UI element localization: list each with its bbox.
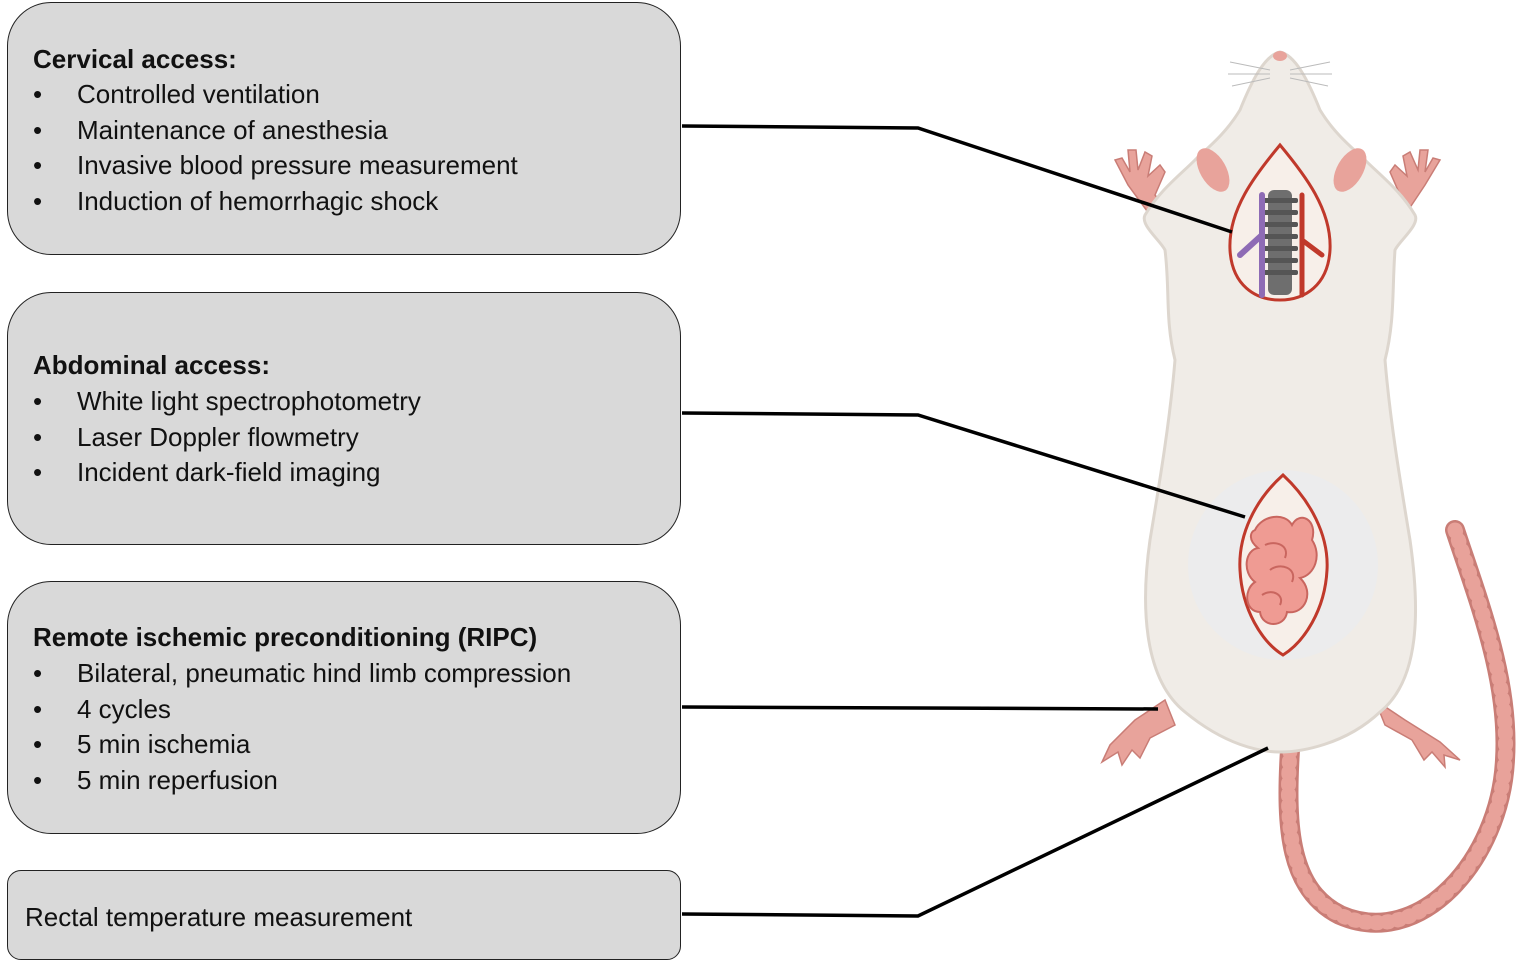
trachea-icon: [1262, 190, 1298, 295]
abdominal-access-box: Abdominal access: • White light spectroph…: [7, 292, 681, 545]
ear-right-icon: [1333, 148, 1367, 192]
connector-rectal: [681, 746, 1269, 918]
bullet: •: [33, 421, 43, 452]
cervical-access-list: • Controlled ventilation • Maintenance of …: [8, 77, 518, 219]
list-item: • Laser Doppler flowmetry: [8, 420, 421, 456]
ripc-title: Remote ischemic preconditioning (RIPC): [33, 622, 538, 652]
whiskers-icon: [1228, 61, 1332, 87]
cervical-access-box: Cervical access: • Controlled ventilation…: [7, 2, 681, 255]
ripc-box: Remote ischemic preconditioning (RIPC) •…: [7, 581, 681, 834]
list-item: • 4 cycles: [8, 692, 571, 728]
ear-left-icon: [1196, 148, 1230, 192]
bullet: •: [33, 457, 43, 487]
jugular-vein-icon: [1237, 192, 1265, 298]
list-item-text: Incident dark-field imaging: [77, 457, 381, 487]
hind-foot-left-icon: [1100, 698, 1176, 767]
list-item: • Maintenance of anesthesia: [8, 113, 518, 149]
rat-illustration-icon: [1100, 50, 1516, 933]
hind-foot-right-icon: [1373, 698, 1461, 770]
bullet: •: [33, 150, 43, 180]
list-item-text: Induction of hemorrhagic shock: [77, 185, 439, 216]
bullet: •: [33, 79, 43, 109]
bullet: •: [33, 386, 43, 416]
list-item-text: Laser Doppler flowmetry: [77, 421, 359, 452]
connector-cervical: [681, 124, 1233, 234]
list-item-text: 5 min reperfusion: [77, 764, 278, 795]
connector-abdominal: [681, 411, 1246, 519]
list-item: • 5 min ischemia: [8, 727, 571, 763]
list-item-text: White light spectrophotometry: [77, 386, 421, 416]
list-item-text: 4 cycles: [77, 693, 171, 724]
bullet: •: [33, 764, 43, 795]
list-item: • White light spectrophotometry: [8, 384, 421, 420]
list-item-text: 5 min ischemia: [77, 729, 251, 759]
ripc-list: • Bilateral, pneumatic hind limb compress…: [8, 656, 571, 798]
cervical-access-title: Cervical access:: [33, 44, 237, 74]
bullet: •: [33, 693, 43, 724]
carotid-artery-icon: [1299, 192, 1325, 298]
list-item-text: Maintenance of anesthesia: [77, 114, 388, 145]
list-item: • 5 min reperfusion: [8, 763, 571, 799]
connector-ripc: [681, 705, 1159, 711]
bullet: •: [33, 114, 43, 145]
connector-lines: [681, 124, 1269, 918]
intestine-icon: [1245, 515, 1318, 625]
abdominal-access-title: Abdominal access:: [33, 350, 270, 380]
list-item: • Invasive blood pressure measurement: [8, 148, 518, 184]
bullet: •: [33, 729, 43, 759]
nose-icon: [1273, 51, 1287, 61]
list-item: • Controlled ventilation: [8, 77, 518, 113]
list-item: • Incident dark-field imaging: [8, 455, 421, 491]
list-item: • Bilateral, pneumatic hind limb compress…: [8, 656, 571, 692]
abdominal-access-list: • White light spectrophotometry • Laser Do…: [8, 384, 421, 491]
list-item: • Induction of hemorrhagic shock: [8, 184, 518, 220]
cervical-incision-icon: [1228, 142, 1332, 302]
bullet: •: [33, 658, 43, 688]
bullet: •: [33, 185, 43, 216]
rectal-temperature-label: Rectal temperature measurement: [25, 902, 413, 932]
list-item-text: Bilateral, pneumatic hind limb compressi…: [77, 658, 572, 688]
abdominal-incision-icon: [1188, 470, 1378, 660]
list-item-text: Controlled ventilation: [77, 79, 320, 109]
list-item-text: Invasive blood pressure measurement: [77, 150, 518, 180]
rectal-temperature-box: Rectal temperature measurement: [7, 870, 681, 960]
